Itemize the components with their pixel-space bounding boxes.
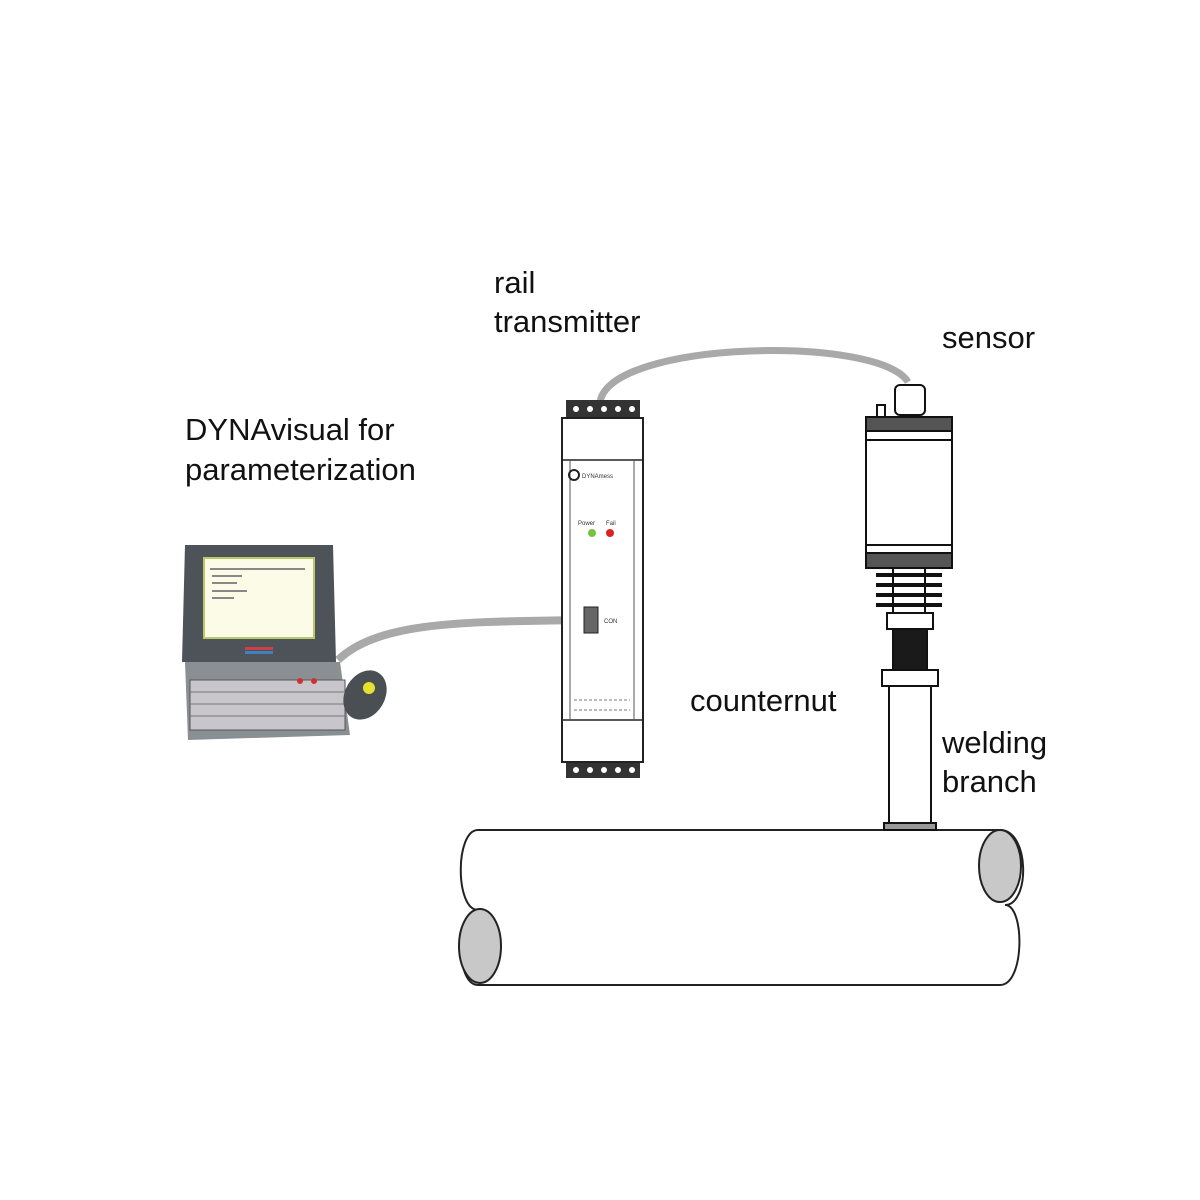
label-software-2: parameterization	[185, 452, 416, 487]
power-led-icon	[588, 529, 596, 537]
label-welding: welding	[941, 725, 1047, 760]
laptop	[182, 545, 387, 740]
label-branch: branch	[942, 764, 1037, 799]
logo-icon	[568, 469, 580, 481]
counternut	[881, 669, 939, 687]
sensor	[865, 384, 953, 831]
con-label: CON	[604, 619, 617, 625]
pipe-end-left	[458, 908, 502, 984]
rail-transmitter: DYNAmess Power Fail CON	[561, 400, 644, 778]
welding-branch	[888, 685, 932, 825]
con-port	[583, 606, 599, 634]
power-label: Power	[578, 521, 595, 527]
label-transmitter: transmitter	[494, 304, 640, 339]
fail-led-icon	[606, 529, 614, 537]
svg-text:DYNAmess: DYNAmess	[582, 474, 613, 480]
pipe	[458, 829, 1025, 986]
label-software-1: DYNAvisual for	[185, 412, 395, 447]
pipe-end-right	[978, 829, 1022, 903]
laptop-cable	[335, 616, 587, 663]
sensor-cable	[596, 347, 911, 404]
label-sensor: sensor	[942, 320, 1035, 355]
label-counternut: counternut	[690, 683, 837, 718]
label-rail: rail	[494, 265, 535, 300]
trackball-icon	[343, 670, 387, 720]
fail-label: Fail	[606, 521, 616, 527]
